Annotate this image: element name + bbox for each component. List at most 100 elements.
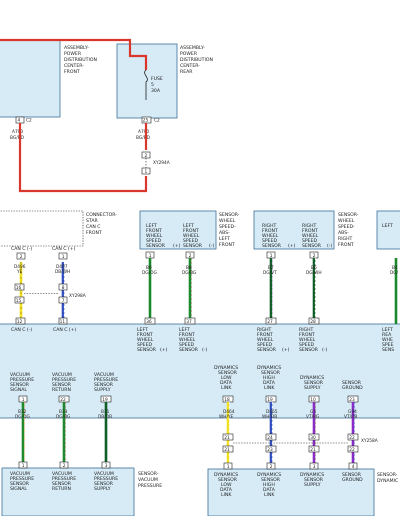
svg-text:FRONT: FRONT [64,69,80,75]
abs-rf-labels: RIGHT FRONT WHEEL SPEED SENSOR (+) RIGHT… [257,327,327,353]
svg-text:RIGHT: RIGHT [299,327,314,333]
svg-text:YE: YE [16,269,23,275]
svg-text:SPEED: SPEED [146,238,161,244]
svg-text:37: 37 [186,319,192,325]
svg-text:VACUUM: VACUUM [94,471,114,477]
svg-text:SIGNAL: SIGNAL [10,387,27,393]
svg-text:(+): (+) [160,347,168,353]
svg-text:DATA: DATA [220,380,233,386]
svg-text:(+): (+) [288,243,296,249]
svg-text:1: 1 [62,254,65,260]
svg-text:DYNAMICS: DYNAMICS [214,365,238,371]
svg-text:VACUUM: VACUUM [10,471,30,477]
svg-text:SENSOR: SENSOR [137,347,157,353]
svg-text:SUPPLY: SUPPLY [94,486,111,492]
svg-text:LEFT: LEFT [137,327,148,333]
svg-text:D465: D465 [266,409,278,415]
svg-text:VACUUM: VACUUM [138,477,158,483]
svg-text:VACUUM: VACUUM [52,372,72,378]
svg-text:RIGHT: RIGHT [257,327,272,333]
svg-text:WHEEL: WHEEL [137,337,154,343]
svg-text:PRESSURE: PRESSURE [52,476,76,482]
vacuum-pressure-sensor: 1 2 3 VACUUM PRESSURE SENSOR SIGNAL VACU… [1,461,135,516]
svg-text:LEFT: LEFT [382,223,393,229]
fuse-symbol: FUSE 5 30A [144,69,163,100]
svg-text:RIGHT: RIGHT [262,223,277,229]
svg-text:CAN C (-): CAN C (-) [11,246,32,252]
svg-text:WHEEL: WHEEL [302,233,319,239]
svg-text:HIGH: HIGH [263,482,275,488]
svg-text:POWER: POWER [64,51,82,57]
svg-text:SENSOR: SENSOR [299,347,319,353]
svg-text:ASSEMBLY-: ASSEMBLY- [64,45,89,51]
svg-text:SPEED: SPEED [137,342,152,348]
svg-text:B7: B7 [268,265,274,271]
svg-text:WHEEL: WHEEL [219,218,236,224]
svg-text:RETURN: RETURN [52,486,71,492]
svg-text:VACUUM: VACUUM [94,372,114,378]
svg-text:DISTRIBUTION: DISTRIBUTION [180,57,213,63]
svg-text:BG/RD: BG/RD [136,135,151,141]
svg-text:SENSOR: SENSOR [183,243,203,249]
svg-text:LEFT: LEFT [179,327,190,333]
svg-text:PRESSURE: PRESSURE [10,476,34,482]
svg-text:WH/YE: WH/YE [219,414,234,420]
svg-text:SENSOR-: SENSOR- [377,472,398,478]
svg-text:B31: B31 [101,409,110,415]
svg-text:REA: REA [382,332,392,338]
svg-text:21: 21 [224,435,230,441]
svg-text:RIGHT: RIGHT [302,223,317,229]
svg-text:DG/OG: DG/OG [142,270,157,276]
power-splice: 2 1 XY294A [141,151,170,175]
svg-text:DG/WH: DG/WH [306,270,322,276]
svg-text:FRONT: FRONT [219,242,235,248]
svg-text:FRONT: FRONT [338,242,354,248]
svg-text:DYNAMICS: DYNAMICS [257,472,281,478]
svg-text:SPEED-: SPEED- [219,224,236,230]
can-splice: 16 8 15 7 XY298A [14,283,86,304]
svg-text:DATA: DATA [263,380,276,386]
svg-text:DG/: DG/ [390,270,399,276]
svg-text:ABS-: ABS- [338,230,349,236]
svg-text:(-): (-) [322,347,327,353]
svg-text:28: 28 [310,319,316,325]
svg-text:VACUUM: VACUUM [52,471,72,477]
svg-text:DYNAMICS: DYNAMICS [300,375,324,381]
svg-text:DATA: DATA [263,487,276,493]
svg-text:27: 27 [267,319,273,325]
svg-text:DISTRIBUTION: DISTRIBUTION [64,57,97,63]
svg-text:VT/DB: VT/DB [344,414,357,420]
svg-text:SIGNAL: SIGNAL [10,486,27,492]
dynamics-wires: 18 19 10 23 D464 WH/YE D465 WH/DB G4 VT/… [219,395,359,463]
svg-text:LINK: LINK [264,385,275,391]
svg-text:19: 19 [267,397,273,403]
svg-text:SENSOR: SENSOR [52,382,72,388]
svg-text:22: 22 [349,435,355,441]
svg-text:(+): (+) [282,347,290,353]
svg-text:ABS-: ABS- [219,230,230,236]
svg-text:DYNAMICS: DYNAMICS [214,472,238,478]
svg-text:BG/RD: BG/RD [10,135,25,141]
right-front-wheel-speed-sensor: RIGHT FRONT WHEEL SPEED SENSOR (+) RIGHT… [253,210,335,250]
abs-module [0,323,400,419]
svg-text:D497: D497 [56,264,68,270]
svg-text:(+): (+) [173,243,181,249]
svg-text:WHEEL: WHEEL [183,233,200,239]
svg-text:SENSOR: SENSOR [146,243,166,249]
svg-text:FRONT: FRONT [137,332,153,338]
svg-text:C2: C2 [26,118,32,124]
svg-text:WHEEL: WHEEL [299,337,316,343]
svg-text:LEFT: LEFT [183,223,194,229]
svg-text:HIGH: HIGH [263,375,275,381]
svg-text:FRONT: FRONT [179,332,195,338]
svg-text:CAN C (-): CAN C (-) [11,327,32,333]
svg-text:SENSOR: SENSOR [10,481,30,487]
svg-text:STAR: STAR [86,218,99,224]
svg-text:SENSOR: SENSOR [261,477,281,483]
svg-text:10: 10 [310,397,316,403]
svg-text:8: 8 [62,285,65,291]
svg-text:WHEEL: WHEEL [179,337,196,343]
svg-text:(-): (-) [327,243,332,249]
svg-text:B8: B8 [186,265,192,271]
svg-text:3: 3 [313,464,316,470]
